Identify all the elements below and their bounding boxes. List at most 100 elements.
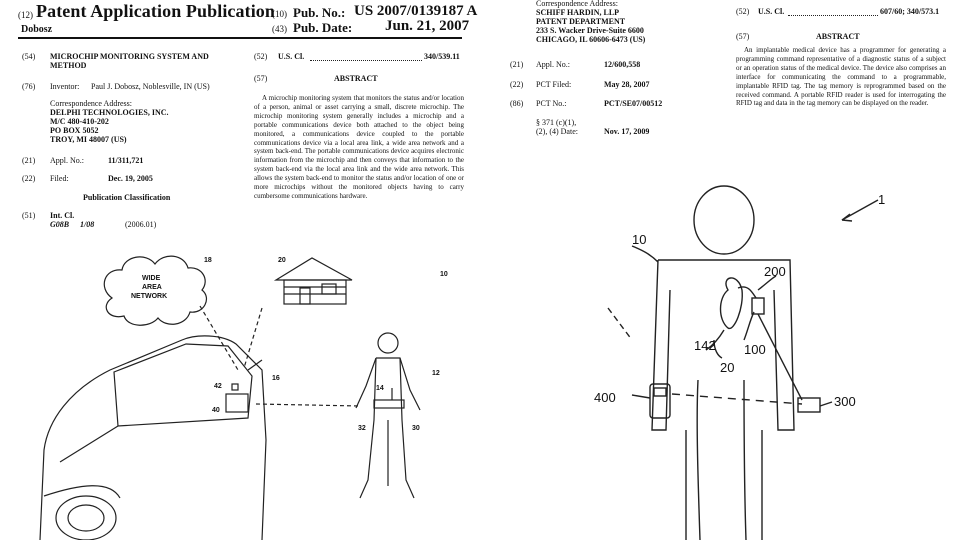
correspondence-label: Correspondence Address: <box>50 99 132 108</box>
pct-no-field-number: (86) <box>510 99 524 108</box>
pub-no-number: (10) <box>272 9 287 19</box>
reference-numeral: 200 <box>764 264 786 279</box>
pct-filed-label: PCT Filed: <box>536 80 572 89</box>
s371-value: Nov. 17, 2009 <box>604 127 650 136</box>
intcl-label: Int. Cl. <box>50 211 75 220</box>
reference-numeral: 20 <box>720 360 734 375</box>
right-patent-page: Correspondence Address: SCHIFF HARDIN, L… <box>482 0 960 540</box>
left-patent-page: (12) Patent Application Publication Dobo… <box>0 0 478 540</box>
uscl-label: U.S. Cl. <box>758 7 785 16</box>
correspondence-label: Correspondence Address: <box>536 0 618 8</box>
reference-numeral: 20 <box>278 257 286 264</box>
heart-outline <box>719 277 743 329</box>
appl-value: 12/600,558 <box>604 60 641 69</box>
pct-filed-value: May 28, 2007 <box>604 80 650 89</box>
uscl-field-number: (52) <box>254 52 268 61</box>
reference-numeral: 16 <box>272 375 280 382</box>
body-head <box>693 185 755 255</box>
s371-label: (2), (4) Date: <box>536 127 578 136</box>
reference-numeral: 18 <box>204 257 212 264</box>
uscl-field-number: (52) <box>736 7 750 16</box>
communications-device <box>225 393 249 413</box>
house-outline <box>273 257 353 281</box>
abstract-field-number: (57) <box>254 74 268 83</box>
pct-no-value: PCT/SE07/00512 <box>604 99 663 108</box>
correspondence-line: SCHIFF HARDIN, LLP <box>536 8 620 17</box>
inventor-field-number: (76) <box>22 82 36 91</box>
belt-device <box>373 399 405 409</box>
uscl-label: U.S. Cl. <box>278 52 305 61</box>
page-separator <box>478 0 482 540</box>
cloud-label: AREA <box>142 284 162 291</box>
intcl-year: (2006.01) <box>125 220 157 229</box>
uscl-value: 607/60; 340/573.1 <box>880 7 940 16</box>
invention-title-line1: MICROCHIP MONITORING SYSTEM AND <box>50 52 209 61</box>
pct-filed-field-number: (22) <box>510 80 524 89</box>
reference-numeral: 42 <box>214 383 222 390</box>
filed-field-number: (22) <box>22 174 36 183</box>
rfid-reader-300 <box>797 397 821 413</box>
pct-no-label: PCT No.: <box>536 99 567 108</box>
reference-numeral: 300 <box>834 394 856 409</box>
implant-device <box>751 297 765 315</box>
correspondence-line: DELPHI TECHNOLOGIES, INC. <box>50 108 169 117</box>
uscl-dot-leader <box>788 7 878 16</box>
inventor-value: Paul J. Dobosz, Noblesville, IN (US) <box>91 82 210 91</box>
correspondence-line: TROY, MI 48007 (US) <box>50 135 127 144</box>
reference-numeral: 10 <box>440 271 448 278</box>
figure-implant-system: 1 10 200 142 100 20 400 300 <box>594 185 885 540</box>
pub-type-number: (12) <box>18 10 33 20</box>
publication-classification-heading: Publication Classification <box>83 193 171 202</box>
handheld-reader-400 <box>649 383 671 419</box>
intcl-field-number: (51) <box>22 211 36 220</box>
wide-area-network-cloud <box>103 255 207 326</box>
invention-title-line2: METHOD <box>50 61 87 70</box>
abstract-field-number: (57) <box>736 32 750 41</box>
abstract-text: A microchip monitoring system that monit… <box>254 94 464 201</box>
cloud-label: WIDE <box>142 275 161 282</box>
abstract-text: An implantable medical device has a prog… <box>736 46 946 108</box>
correspondence-line: 233 S. Wacker Drive-Suite 6600 <box>536 26 644 35</box>
pub-no-label: Pub. No.: <box>293 5 346 20</box>
filed-label: Filed: <box>50 174 69 183</box>
inventor-short-name: Dobosz <box>21 24 53 35</box>
appl-label: Appl. No.: <box>50 156 84 165</box>
reference-numeral: 400 <box>594 390 616 405</box>
pub-date-label: Pub. Date: <box>293 20 353 35</box>
pub-no-value: US 2007/0139187 A1 <box>354 3 478 19</box>
body-outline <box>651 259 795 431</box>
reference-numeral: 100 <box>744 342 766 357</box>
inventor-label: Inventor: <box>50 82 80 91</box>
correspondence-line: M/C 480-410-202 <box>50 117 109 126</box>
person-head <box>377 332 399 354</box>
reference-numeral: 14 <box>376 385 384 392</box>
van-outline <box>39 335 267 540</box>
reference-numeral: 30 <box>412 425 420 432</box>
appl-field-number: (21) <box>22 156 36 165</box>
uscl-value: 340/539.11 <box>424 52 460 61</box>
reference-numeral: 10 <box>632 232 646 247</box>
uscl-dot-leader <box>310 52 422 61</box>
filed-value: Dec. 19, 2005 <box>108 174 153 183</box>
pub-date-number: (43) <box>272 24 287 34</box>
abstract-heading: ABSTRACT <box>816 32 860 41</box>
reference-numeral: 1 <box>878 192 885 207</box>
abstract-heading: ABSTRACT <box>334 74 378 83</box>
cloud-label: NETWORK <box>131 293 167 300</box>
correspondence-line: CHICAGO, IL 60606-6473 (US) <box>536 35 646 44</box>
appl-value: 11/311,721 <box>108 156 144 165</box>
s371-label: § 371 (c)(1), <box>536 118 577 127</box>
intcl-code: G08B <box>50 220 70 229</box>
header-rule <box>18 37 462 39</box>
pub-date-value: Jun. 21, 2007 <box>385 18 470 34</box>
reference-numeral: 32 <box>358 425 366 432</box>
figure-microchip-system: WIDE AREA NETWORK 18 20 10 12 14 16 42 4… <box>39 255 448 540</box>
appl-label: Appl. No.: <box>536 60 570 69</box>
correspondence-line: PATENT DEPARTMENT <box>536 17 626 26</box>
reference-numeral: 40 <box>212 407 220 414</box>
appl-field-number: (21) <box>510 60 524 69</box>
van-microchip <box>231 383 239 391</box>
correspondence-line: PO BOX 5052 <box>50 126 99 135</box>
abstract-paragraph: A microchip monitoring system that monit… <box>254 94 464 200</box>
intcl-subgroup: 1/08 <box>80 220 95 229</box>
